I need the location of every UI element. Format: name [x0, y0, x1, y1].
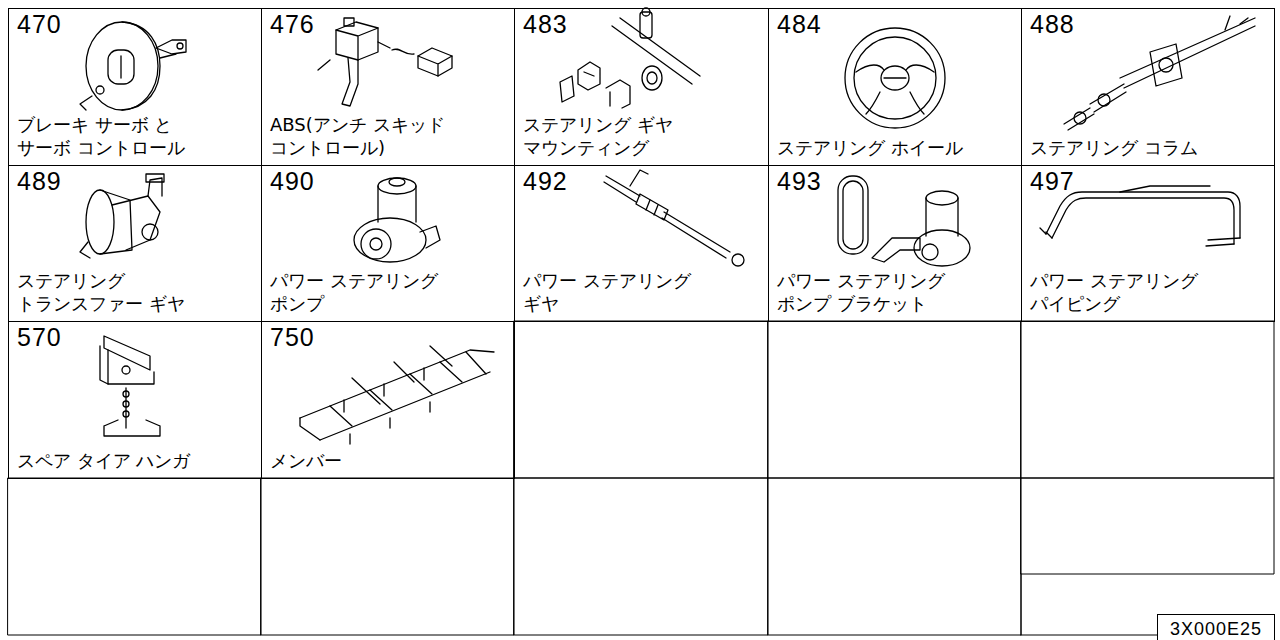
transfer-gear-figure: [80, 174, 164, 258]
section-number: 492: [523, 169, 568, 194]
catalog-code-box: 3X000E25: [1157, 614, 1275, 640]
steering-wheel-figure: [845, 28, 945, 128]
brake-booster-figure: [80, 22, 186, 110]
section-number: 750: [270, 325, 315, 350]
section-number: 490: [270, 169, 315, 194]
ps-piping-figure: [1040, 186, 1240, 246]
section-number: 484: [777, 12, 822, 37]
section-number: 570: [17, 325, 62, 350]
abs-unit-figure: [318, 18, 452, 106]
part-group-name: ブレーキ サーボ と サーボ コントロール: [17, 114, 202, 159]
section-number: 497: [1030, 169, 1075, 194]
pump-bracket-figure: [838, 176, 970, 266]
catalog-cell: 492 パワー ステアリング ギヤ: [514, 165, 769, 322]
catalog-cell: 490 パワー ステアリング ポンプ: [261, 165, 515, 322]
empty-cells: [8, 321, 1274, 635]
section-number: 476: [270, 12, 315, 37]
part-group-name: ステアリング トランスファー ギヤ: [17, 270, 217, 315]
part-group-name: ステアリング ギヤ マウンティング: [523, 114, 753, 159]
tire-hanger-figure: [100, 336, 160, 436]
catalog-cell: 493 パワー ステアリング ポンプ ブラケット: [768, 165, 1022, 322]
part-group-name: ステアリング ホイール: [777, 137, 963, 160]
part-group-name: メンバー: [270, 450, 342, 473]
catalog-cell: 484 ステアリング ホイール: [768, 8, 1022, 166]
part-group-name: ABS(アンチ スキッド コントロール): [270, 114, 500, 159]
part-group-name: パワー ステアリング ギヤ: [523, 270, 718, 315]
section-number: 488: [1030, 12, 1075, 37]
catalog-cell: 489 ステアリング トランスファー ギヤ: [8, 165, 262, 322]
section-number: 470: [17, 12, 62, 37]
part-group-name: パワー ステアリング パイピング: [1030, 270, 1225, 315]
steering-column-figure: [1064, 16, 1255, 130]
catalog-cell: 483 ステアリング ギヤ マウンティング: [514, 8, 769, 166]
catalog-cell: 488 ステアリング コラム: [1021, 8, 1275, 166]
section-number: 489: [17, 169, 62, 194]
section-number: 493: [777, 169, 822, 194]
part-group-name: パワー ステアリング ポンプ ブラケット: [777, 270, 972, 315]
section-number: 483: [523, 12, 568, 37]
catalog-cell: 470 ブレーキ サーボ と サーボ コントロール: [8, 8, 262, 166]
ps-gear-figure: [604, 170, 744, 266]
part-group-name: ステアリング コラム: [1030, 137, 1198, 160]
gear-mounting-figure: [560, 8, 700, 108]
catalog-code: 3X000E25: [1170, 620, 1262, 638]
catalog-cell: 497 パワー ステアリング パイピング: [1021, 165, 1275, 322]
ps-pump-figure: [354, 178, 440, 262]
part-group-name: パワー ステアリング ポンプ: [270, 270, 470, 315]
catalog-cell: 476ABS(アンチ スキッド コントロール): [261, 8, 515, 166]
catalog-cell: 570 スペア タイア ハンガ: [8, 321, 262, 479]
catalog-cell: 750 メンバー: [261, 321, 515, 479]
part-group-name: スペア タイア ハンガ: [17, 450, 190, 473]
frame-member-figure: [300, 346, 494, 444]
